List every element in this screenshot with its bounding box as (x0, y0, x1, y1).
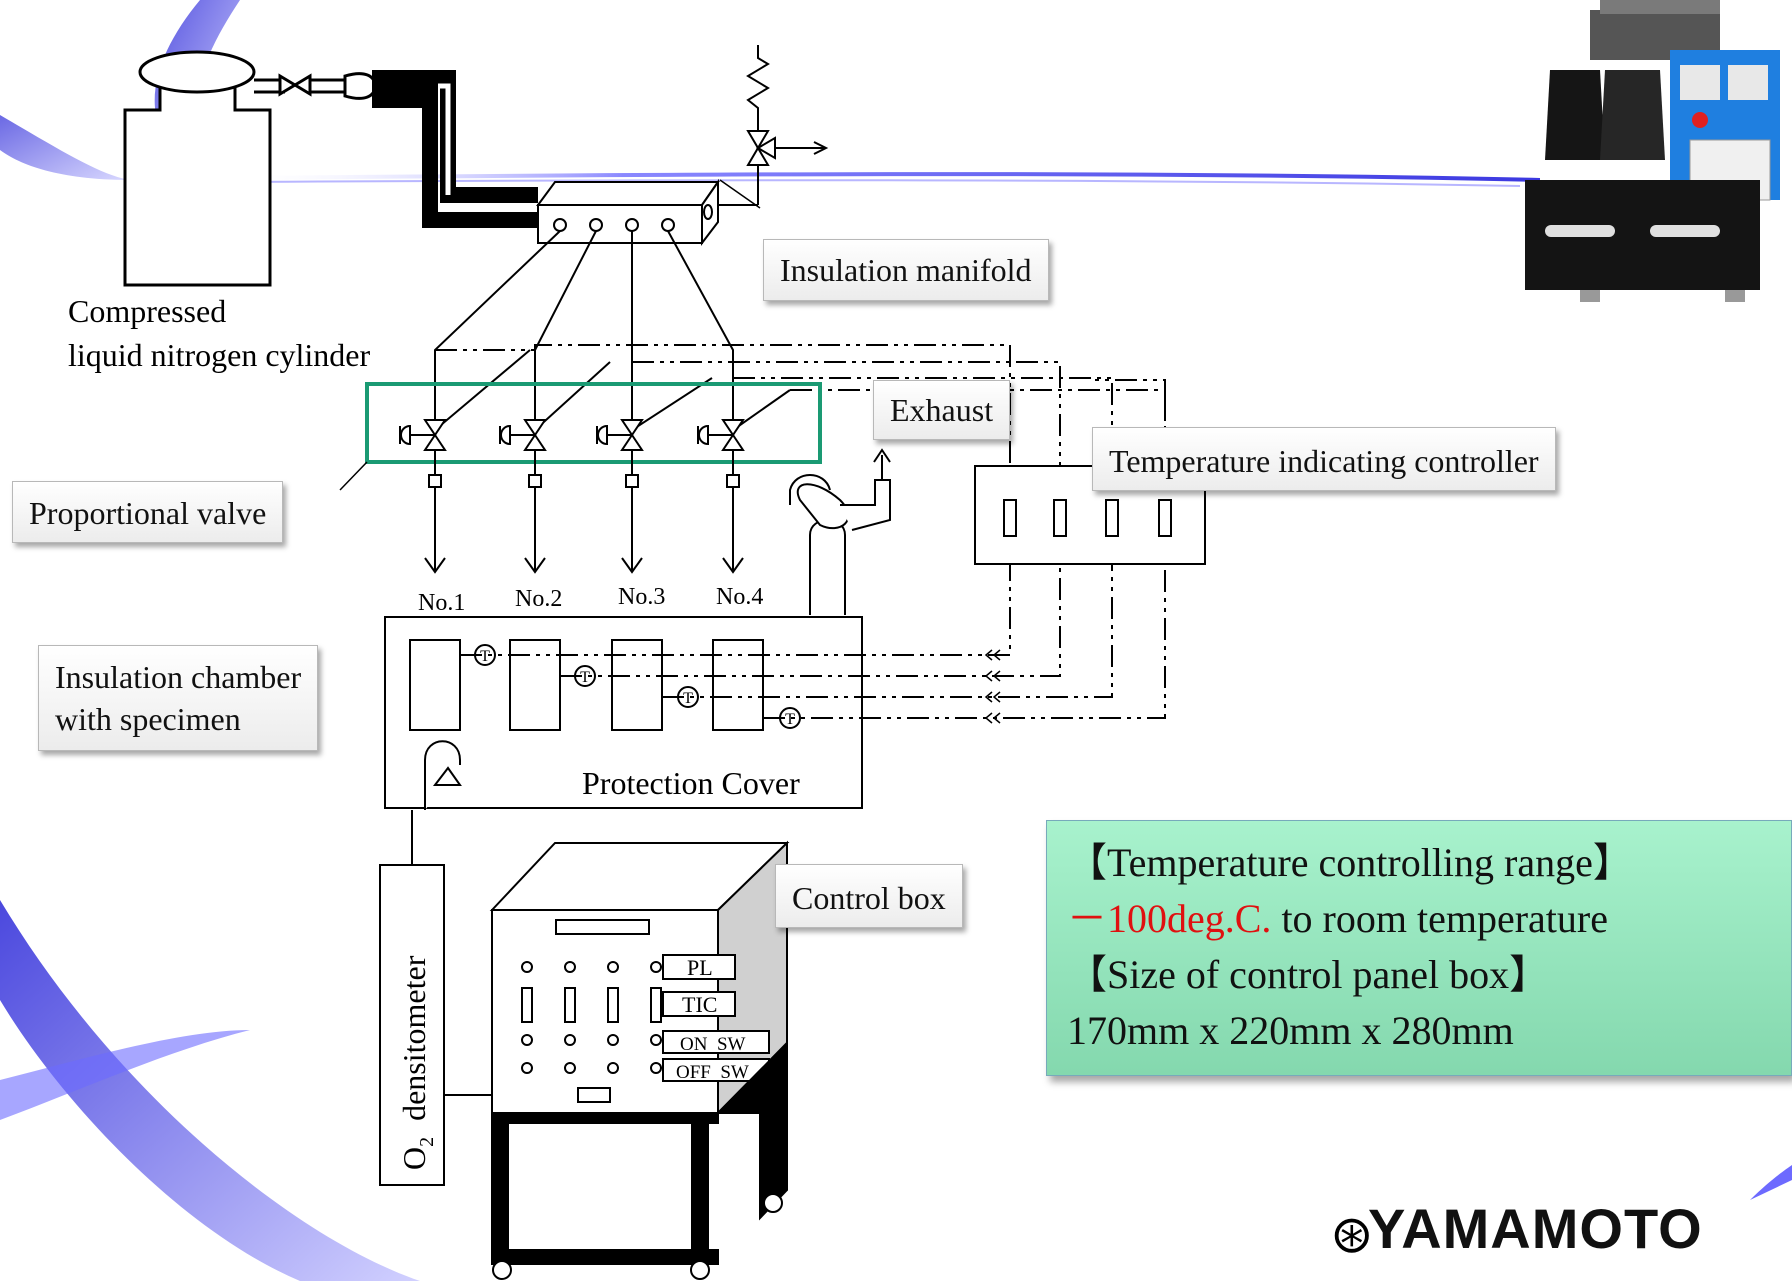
tic-callout: Temperature indicating controller (1092, 427, 1556, 491)
manifold-callout: Insulation manifold (763, 239, 1049, 301)
spec-line-2: －100deg.C. to room temperature (1067, 891, 1771, 947)
temp-sensor-4: T (785, 711, 795, 728)
cylinder-label-1: Compressed (68, 293, 226, 329)
chamber-label-2: with specimen (55, 700, 301, 738)
yamamoto-logo: YAMAMOTO (1368, 1196, 1703, 1261)
spec-temp-low: －100deg.C. (1067, 896, 1271, 941)
control-box-label: Control box (792, 880, 946, 916)
cylinder-label-2: liquid nitrogen cylinder (68, 337, 371, 373)
insulation-manifold (538, 180, 760, 243)
thermocouple-arrows (986, 650, 1000, 723)
chamber-label-1: Insulation chamber (55, 658, 301, 696)
outlet-label-3: No.3 (618, 584, 665, 610)
spec-line-4: 170mm x 220mm x 280mm (1067, 1003, 1771, 1059)
panel-label-on: ON SW (680, 1034, 746, 1055)
manifold-label: Insulation manifold (780, 252, 1032, 288)
panel-label-pl: PL (687, 955, 713, 980)
outlet-label-2: No.2 (515, 586, 562, 612)
spec-line-1: 【Temperature controlling range】 (1067, 835, 1771, 891)
chamber-callout: Insulation chamber with specimen (38, 645, 318, 751)
exhaust-label: Exhaust (890, 392, 993, 428)
control-box-callout: Control box (775, 864, 963, 928)
temp-sensor-2: T (580, 669, 590, 686)
spec-temp-rest: to room temperature (1271, 896, 1608, 941)
insulated-pipe (372, 78, 538, 220)
outlet-label-4: No.4 (716, 584, 763, 610)
signal-lines (435, 345, 1165, 470)
panel-label-tic: TIC (682, 992, 717, 1017)
exhaust-blower (790, 450, 890, 615)
outlet-label-1: No.1 (418, 590, 465, 616)
exhaust-callout: Exhaust (873, 380, 1010, 440)
temp-sensor-1: T (480, 648, 490, 665)
nitrogen-cylinder (125, 52, 375, 285)
machine-photo (1525, 0, 1792, 340)
temp-sensor-3: T (683, 690, 693, 707)
outlet-lines (425, 450, 743, 572)
prop-valve-callout: Proportional valve (12, 481, 283, 543)
control-box (492, 843, 787, 1279)
panel-label-off: OFF SW (676, 1062, 749, 1083)
proportional-valves (340, 384, 820, 490)
spec-line-3: 【Size of control panel box】 (1067, 947, 1771, 1003)
spec-box: 【Temperature controlling range】 －100deg.… (1046, 820, 1792, 1076)
tic-label: Temperature indicating controller (1109, 443, 1539, 479)
protection-cover-label: Protection Cover (582, 765, 800, 801)
prop-valve-label: Proportional valve (29, 495, 266, 531)
